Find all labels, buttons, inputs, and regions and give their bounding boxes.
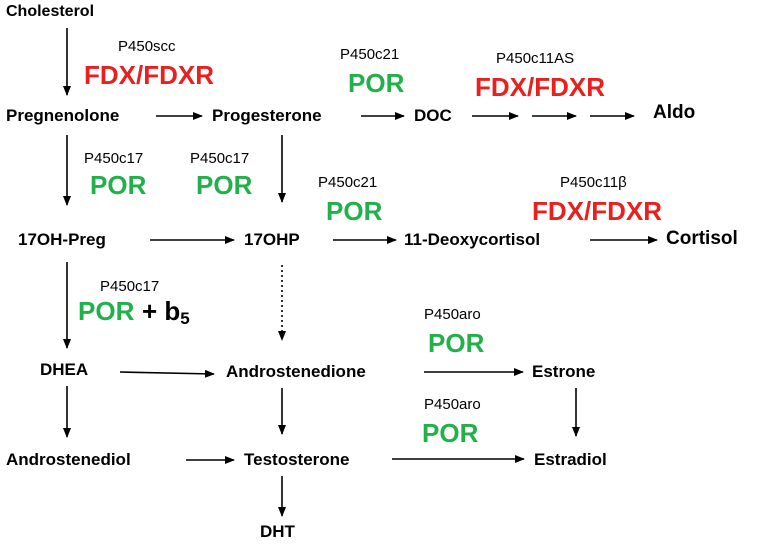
cofactor-por-c17-pregnenolone: POR: [90, 170, 147, 200]
enzyme-p450c21-progesterone: P450c21: [340, 46, 400, 63]
compound-testosterone: Testosterone: [244, 450, 350, 469]
cofactor-fdx-fdxr-scc: FDX/FDXR: [84, 60, 214, 90]
enzyme-p450scc: P450scc: [118, 38, 176, 55]
compound-dht: DHT: [260, 522, 295, 541]
compound-11-deoxycortisol: 11-Deoxycortisol: [404, 230, 541, 249]
cofactor-cytochrome-b5: + b5: [142, 296, 190, 329]
enzyme-p450c21-17ohp: P450c21: [318, 174, 378, 191]
compound-aldo: Aldo: [653, 102, 696, 123]
compound-androstenedione: Androstenedione: [226, 362, 366, 381]
compound-17ohp: 17OHP: [244, 230, 300, 249]
cofactor-fdx-fdxr-c11b: FDX/FDXR: [532, 196, 662, 226]
compound-progesterone: Progesterone: [212, 106, 322, 125]
enzyme-p450c11as: P450c11AS: [496, 50, 575, 67]
compound-dhea: DHEA: [40, 360, 89, 379]
cofactor-por-c17-17ohpreg: POR: [78, 296, 135, 326]
enzyme-p450aro-androstenedione: P450aro: [424, 306, 481, 323]
b5-subscript: 5: [180, 309, 190, 328]
enzyme-p450c17-17ohpreg: P450c17: [100, 278, 160, 295]
compound-estradiol: Estradiol: [534, 450, 607, 469]
enzyme-p450c17-pregnenolone: P450c17: [84, 150, 144, 167]
arrow-dhea-androstenedione: [119, 369, 215, 378]
compound-estrone: Estrone: [532, 362, 596, 381]
compound-cortisol: Cortisol: [666, 228, 738, 249]
enzyme-p450c17-progesterone: P450c17: [190, 150, 250, 167]
compound-doc: DOC: [414, 106, 452, 125]
compound-pregnenolone: Pregnenolone: [6, 106, 120, 125]
cofactor-por-c17-progesterone: POR: [196, 170, 253, 200]
cofactor-fdx-fdxr-c11as: FDX/FDXR: [475, 72, 605, 102]
cofactor-por-c21-progesterone: POR: [348, 68, 405, 98]
cofactor-por-c21-17ohp: POR: [326, 196, 383, 226]
cofactor-por-aro-androstenedione: POR: [428, 328, 485, 358]
enzyme-p450c11b: P450c11β: [560, 174, 627, 191]
compound-cholesterol: Cholesterol: [6, 3, 95, 20]
compound-17oh-preg: 17OH-Preg: [18, 230, 106, 249]
compound-androstenediol: Androstenediol: [6, 450, 131, 469]
enzyme-p450aro-testosterone: P450aro: [424, 396, 481, 413]
b5-prefix: + b: [142, 296, 181, 326]
cofactor-por-aro-testosterone: POR: [422, 418, 479, 448]
